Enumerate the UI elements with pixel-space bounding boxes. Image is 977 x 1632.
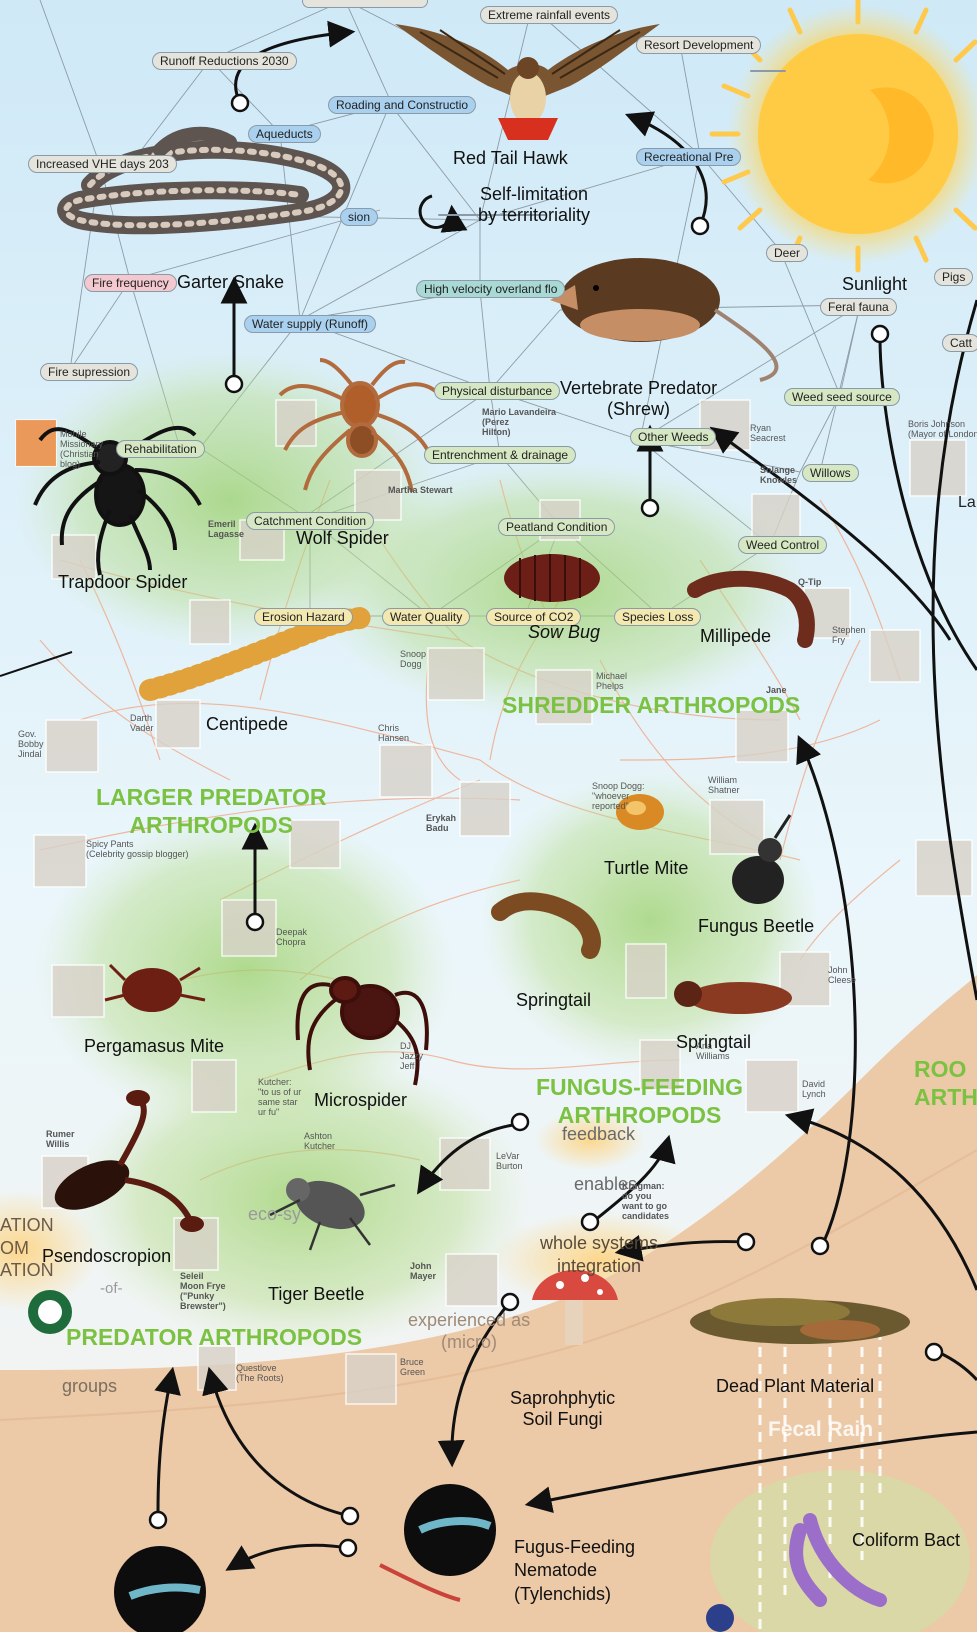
label-fungus-beetle: Fungus Beetle [698,916,814,937]
caption-stephen: Stephen Fry [832,626,866,646]
node-increased-vhe: Increased VHE days 203 [28,155,177,173]
group-predator-arthropods: PREDATOR ARTHROPODS [66,1324,362,1352]
label-microspider: Microspider [314,1090,407,1111]
node-top-cutoff [302,0,428,8]
node-weed-seed: Weed seed source [784,388,900,406]
caption-erykah: Erykah Badu [426,814,456,834]
caption-rumer: Rumer Willis [46,1130,75,1150]
label-trapdoor-spider: Trapdoor Spider [58,572,187,593]
caption-john-mayer: John Mayer [410,1262,436,1282]
label-wolf-spider: Wolf Spider [296,528,389,549]
label-springtail-2: Springtail [676,1032,751,1053]
node-aqueducts: Aqueducts [248,125,321,143]
node-water-quality: Water Quality [382,608,470,626]
caption-boris: Boris Johnson (Mayor of London) [908,420,977,440]
node-weed-control: Weed Control [738,536,827,554]
caption-darth: Darth Vader [130,714,153,734]
node-deer: Deer [766,244,808,262]
caption-seleil: Seleil Moon Frye ("Punky Brewster") [180,1272,226,1312]
node-physical-disturbance: Physical disturbance [434,382,560,400]
caption-deepak: Deepak Chopra [276,928,307,948]
label-vertebrate-predator: Vertebrate Predator (Shrew) [560,378,717,419]
node-peatland: Peatland Condition [498,518,615,536]
caption-ashton: Ashton Kutcher [304,1132,335,1152]
label-sunlight: Sunlight [842,274,907,295]
label-red-tail-hawk: Red Tail Hawk [453,148,568,169]
group-fungus-feeding-arthropods: FUNGUS-FEEDING ARTHROPODS [536,1074,743,1129]
caption-levar: LeVar Burton [496,1152,523,1172]
node-water-supply: Water supply (Runoff) [244,315,376,333]
label-self-limitation: Self-limitation by territoriality [478,184,590,225]
rss-icon [16,420,56,466]
node-recreational: Recreational Pre [636,148,741,166]
caption-william: William Shatner [708,776,740,796]
group-larger-predator-arthropods: LARGER PREDATOR ARTHROPODS [96,784,326,839]
label-coliform: Coliform Bact [852,1530,960,1551]
label-sow-bug: Sow Bug [528,622,600,643]
node-fire-frequency: Fire frequency [84,274,177,292]
label-tiger-beetle: Tiger Beetle [268,1284,364,1305]
label-garter-snake: Garter Snake [177,272,284,293]
caption-dj-jazzy: DJ Jazzy Jeff [400,1042,423,1072]
caption-bobby: Gov. Bobby Jindal [18,730,44,760]
node-rehabilitation: Rehabilitation [116,440,205,458]
label-saprophytic-fungi: Saprohphytic Soil Fungi [510,1388,615,1429]
caption-martha: Martha Stewart [388,486,453,496]
label-springtail-1: Springtail [516,990,591,1011]
word-la: La [958,494,976,512]
label-centipede: Centipede [206,714,288,735]
label-millipede: Millipede [700,626,771,647]
node-pigs: Pigs [934,268,973,286]
caption-ryan: Ryan Seacrest [750,424,786,444]
node-feral-fauna: Feral fauna [820,298,897,316]
word-groups: groups [62,1376,117,1397]
caption-snoop: Snoop Dogg [400,650,426,670]
caption-kutcher: Kutcher: "to us of ur same star ur fu" [258,1078,301,1118]
node-roading: Roading and Constructio [328,96,476,114]
caption-bruce: Bruce Green [400,1358,425,1378]
caption-mario: Mario Lavandeira (Perez Hilton) [482,408,556,438]
node-cattle: Catt [942,334,977,352]
label-pergamasus-mite: Pergamasus Mite [84,1036,224,1057]
caption-spicy: Spicy Pants (Celebrity gossip blogger) [86,840,189,860]
label-fecal-rain: Fecal Rain [768,1418,873,1442]
node-resort-development: Resort Development [636,36,761,54]
word-whole-systems: whole systems integration [540,1232,658,1279]
caption-questlove: Questlove (The Roots) [236,1364,284,1384]
node-willows: Willows [802,464,859,482]
node-high-velocity: High velocity overland flo [416,280,565,298]
node-extreme-rainfall: Extreme rainfall events [480,6,618,24]
caption-david: David Lynch [802,1080,826,1100]
group-root-arthropods: ROO ARTH [914,1056,977,1111]
caption-emeril: Emeril Lagasse [208,520,244,540]
node-entrenchment: Entrenchment & drainage [424,446,576,464]
node-runoff-reductions: Runoff Reductions 2030 [152,52,297,70]
word-experienced: experienced as (micro) [408,1310,530,1353]
caption-snoop2: Snoop Dogg: "whoever reported" [592,782,645,812]
word-eco-sys: eco-sy [248,1204,301,1225]
node-erosion: Erosion Hazard [254,608,353,626]
node-sion: sion [340,208,378,226]
caption-michael: Michael Phelps [596,672,627,692]
bacteria-blob [706,1604,734,1632]
caption-mobile: Mobile Missionary (Christian blog) [60,430,103,470]
caption-solange: Solange Knowles [760,466,797,486]
group-shredder-arthropods: SHREDDER ARTHROPODS [502,692,800,720]
word-of: -of- [100,1280,123,1297]
label-turtle-mite: Turtle Mite [604,858,688,879]
node-right-cutoff [750,70,786,72]
node-fire-supression: Fire supression [40,363,138,381]
caption-qtip: Q-Tip [798,578,821,588]
sow-bug-drawing [504,554,600,602]
label-dead-plant: Dead Plant Material [716,1376,874,1397]
caption-chris: Chris Hansen [378,724,409,744]
node-other-weeds: Other Weeds [630,428,716,446]
node-species-loss: Species Loss [614,608,701,626]
caption-john-cleese: John Cleese [828,966,856,986]
word-enables: enables [574,1174,637,1195]
label-pseudoscorpion: Psendoscropion [42,1246,171,1267]
label-fungus-nematode: Fugus-Feeding Nematode (Tylenchids) [514,1536,635,1606]
